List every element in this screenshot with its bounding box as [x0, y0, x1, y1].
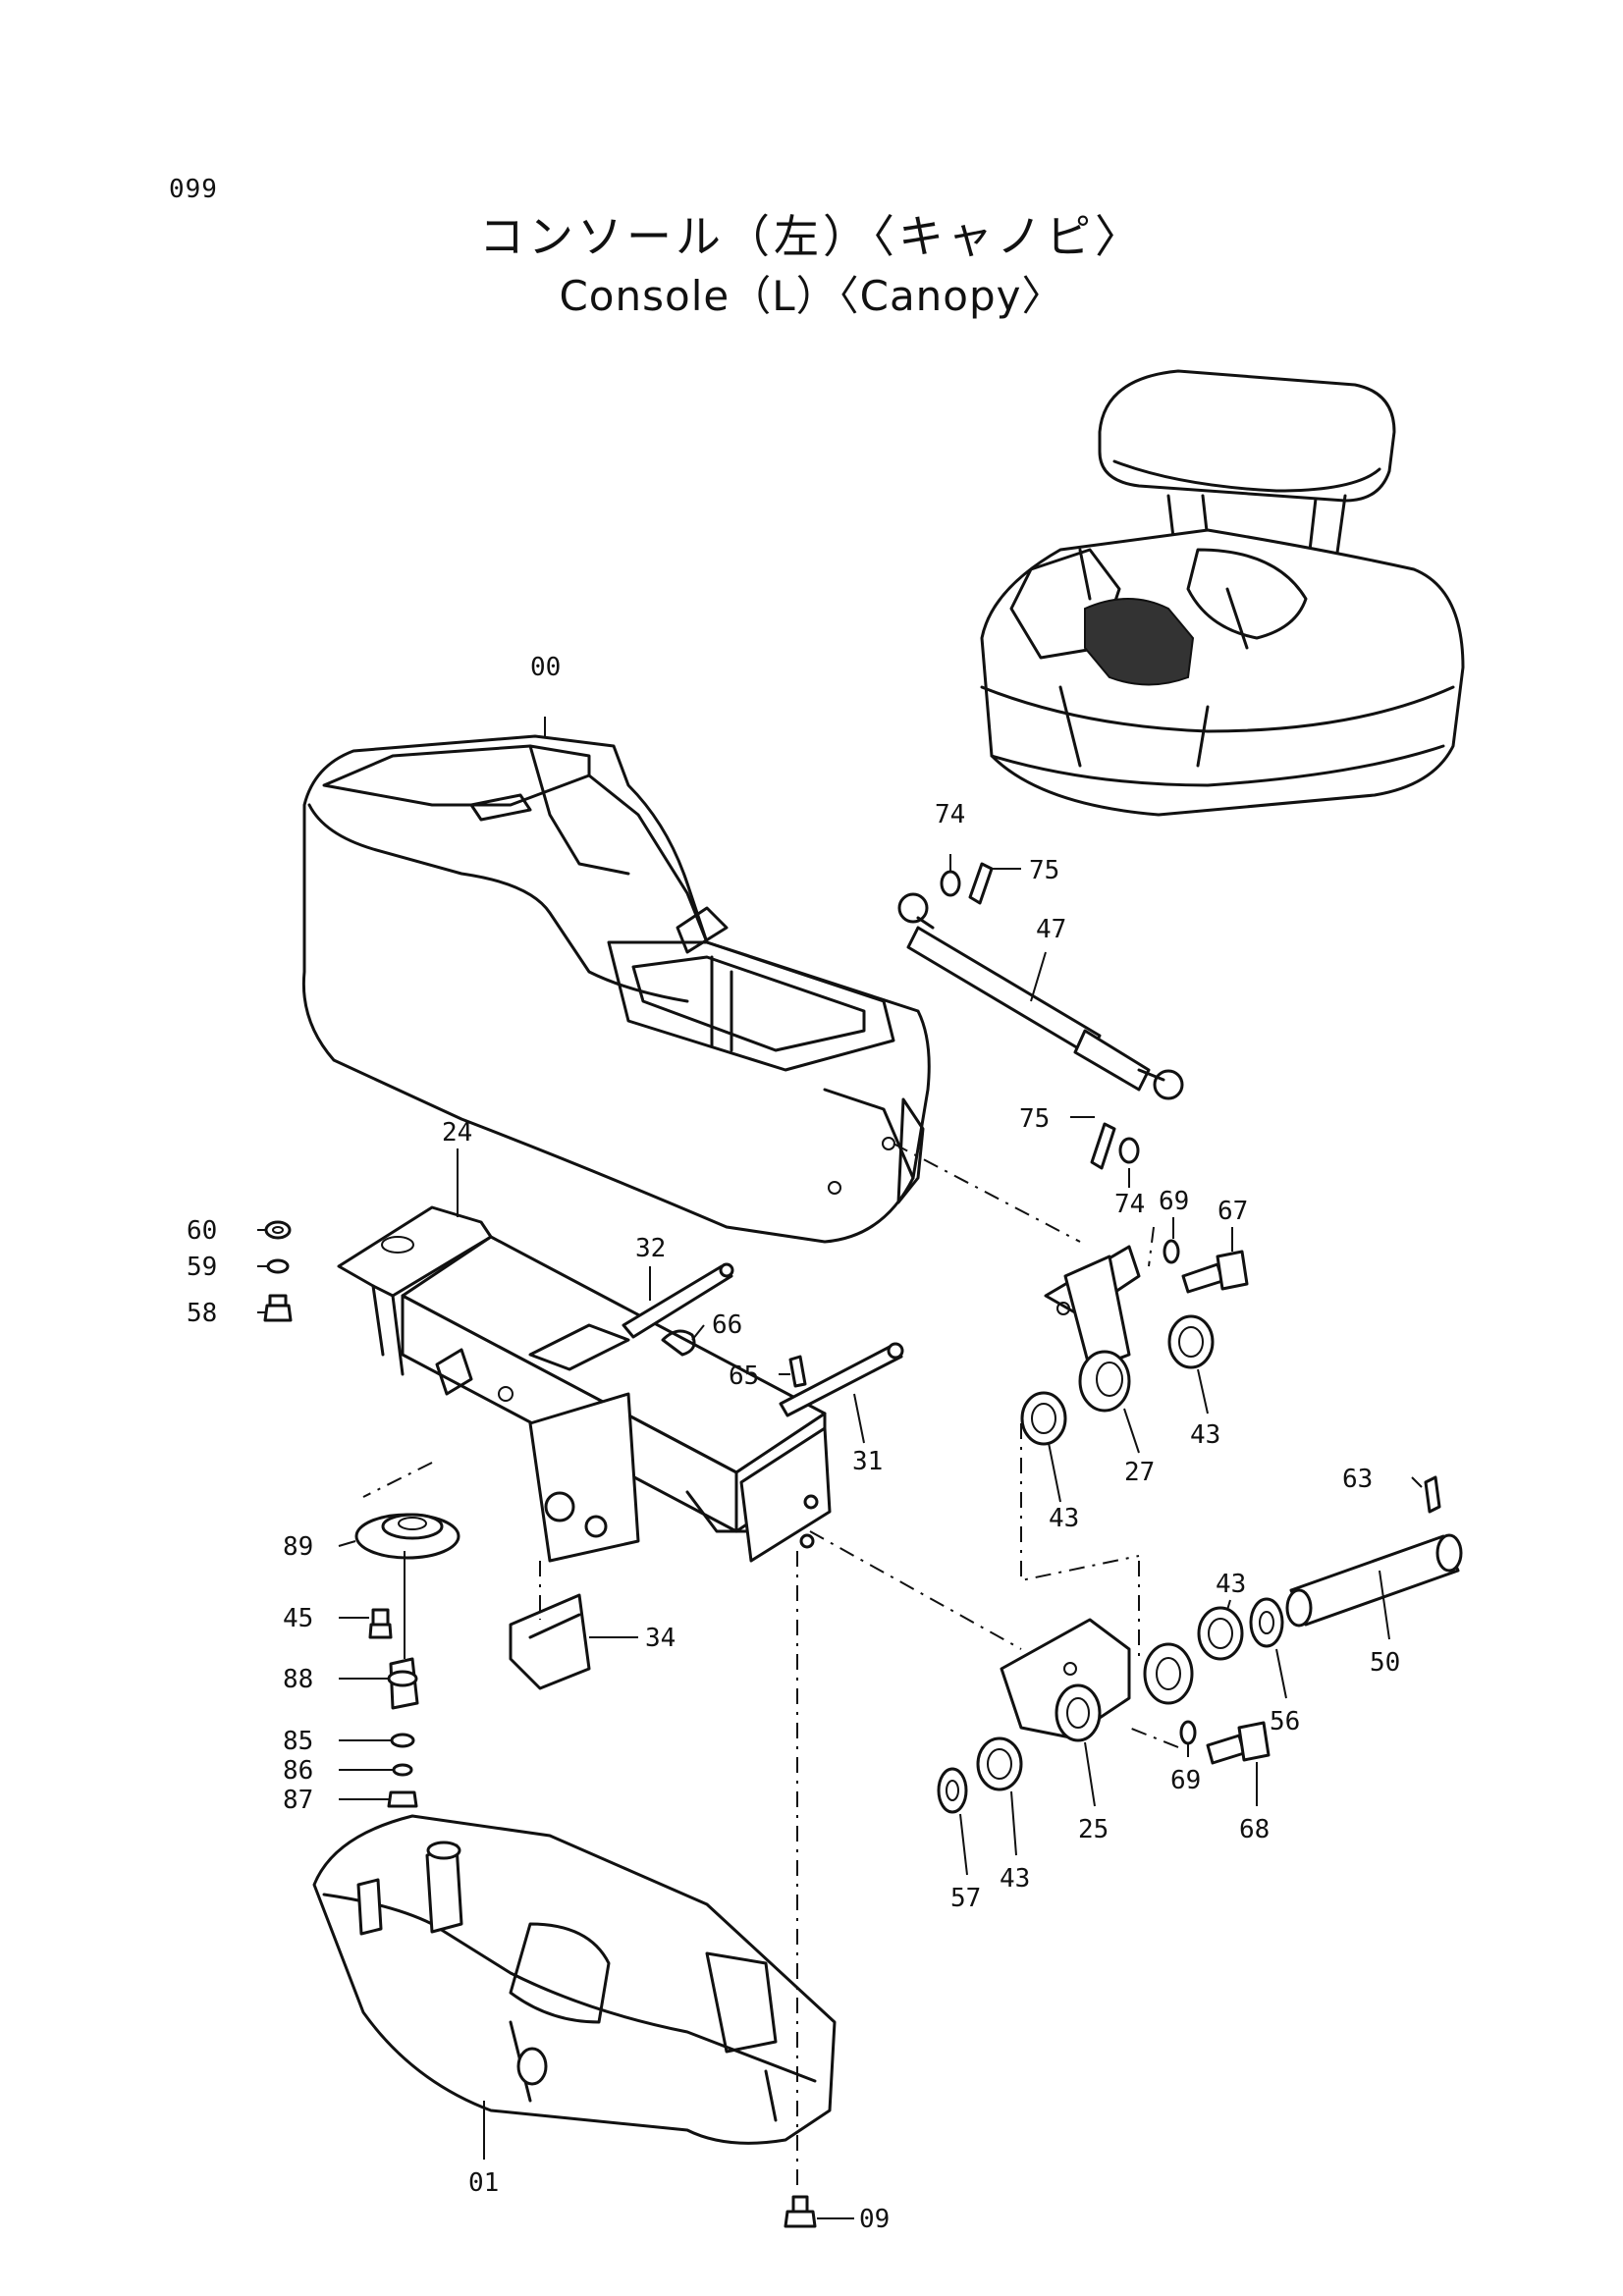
callout-74-top: 74	[935, 800, 965, 829]
callout-24: 24	[442, 1118, 472, 1148]
callout-25: 25	[1078, 1815, 1109, 1844]
part-01-lower-cover	[312, 1814, 837, 2145]
callout-87: 87	[283, 1786, 313, 1815]
callout-75-bottom: 75	[1019, 1104, 1050, 1134]
callout-75-top: 75	[1029, 856, 1059, 885]
part-09-bolt	[784, 2195, 817, 2228]
callout-01: 01	[468, 2168, 499, 2198]
callout-32: 32	[635, 1234, 666, 1263]
callout-58: 58	[187, 1299, 217, 1328]
part-27-bracket	[1044, 1245, 1141, 1413]
callout-60: 60	[187, 1216, 217, 1246]
callout-88: 88	[283, 1665, 313, 1694]
part-34-clip	[509, 1593, 591, 1690]
callout-89: 89	[283, 1532, 313, 1562]
callout-67: 67	[1217, 1197, 1248, 1226]
title-english: Console（L）〈Canopy〉	[559, 272, 1064, 320]
callout-43-c: 43	[1216, 1570, 1246, 1599]
canopy-machine-inset	[980, 369, 1465, 817]
callout-43-a: 43	[1190, 1420, 1220, 1450]
callout-65: 65	[729, 1362, 759, 1391]
part-31-32-pins	[622, 1262, 904, 1417]
callout-69-top: 69	[1159, 1187, 1189, 1216]
part-00-console-housing	[301, 734, 931, 1244]
callout-31: 31	[852, 1447, 883, 1476]
alignment-lines	[362, 1143, 1179, 2189]
callout-85: 85	[283, 1727, 313, 1756]
callout-45: 45	[283, 1604, 313, 1633]
callout-63: 63	[1342, 1465, 1373, 1494]
callout-74-bottom: 74	[1114, 1190, 1145, 1219]
washers-56-57	[937, 1767, 968, 1814]
callout-27: 27	[1124, 1458, 1155, 1487]
bushings-43	[976, 1314, 1244, 1791]
part-89-mount-stack	[354, 1513, 460, 1808]
callout-34: 34	[645, 1624, 676, 1653]
callout-69-bottom: 69	[1170, 1766, 1201, 1795]
callout-57: 57	[950, 1884, 981, 1913]
callout-00: 00	[530, 653, 561, 682]
callout-86: 86	[283, 1756, 313, 1786]
callout-59: 59	[187, 1253, 217, 1282]
part-50-pin	[1249, 1475, 1463, 1648]
callout-47: 47	[1036, 915, 1066, 944]
bolts-67-68-washers-69	[1163, 1239, 1271, 1765]
leader-lines	[257, 717, 1423, 2219]
callout-43-d: 43	[1000, 1864, 1030, 1894]
part-24-frame	[337, 1205, 832, 1563]
callout-labels: 00 74 75 47 75 74 24 60 59 58 32 66 65 3…	[187, 653, 1400, 2234]
callout-66: 66	[712, 1310, 742, 1340]
callout-43-b: 43	[1049, 1504, 1079, 1533]
parts-58-59-60	[263, 1220, 293, 1322]
callout-56: 56	[1270, 1707, 1300, 1736]
page-number: 099	[169, 175, 218, 204]
part-47-gas-strut	[897, 862, 1184, 1170]
part-25-bracket	[1000, 1618, 1194, 1742]
title-japanese: コンソール（左）〈キャノピ〉	[479, 210, 1144, 263]
callout-50: 50	[1370, 1648, 1400, 1678]
callout-68: 68	[1239, 1815, 1270, 1844]
callout-09: 09	[859, 2205, 890, 2234]
